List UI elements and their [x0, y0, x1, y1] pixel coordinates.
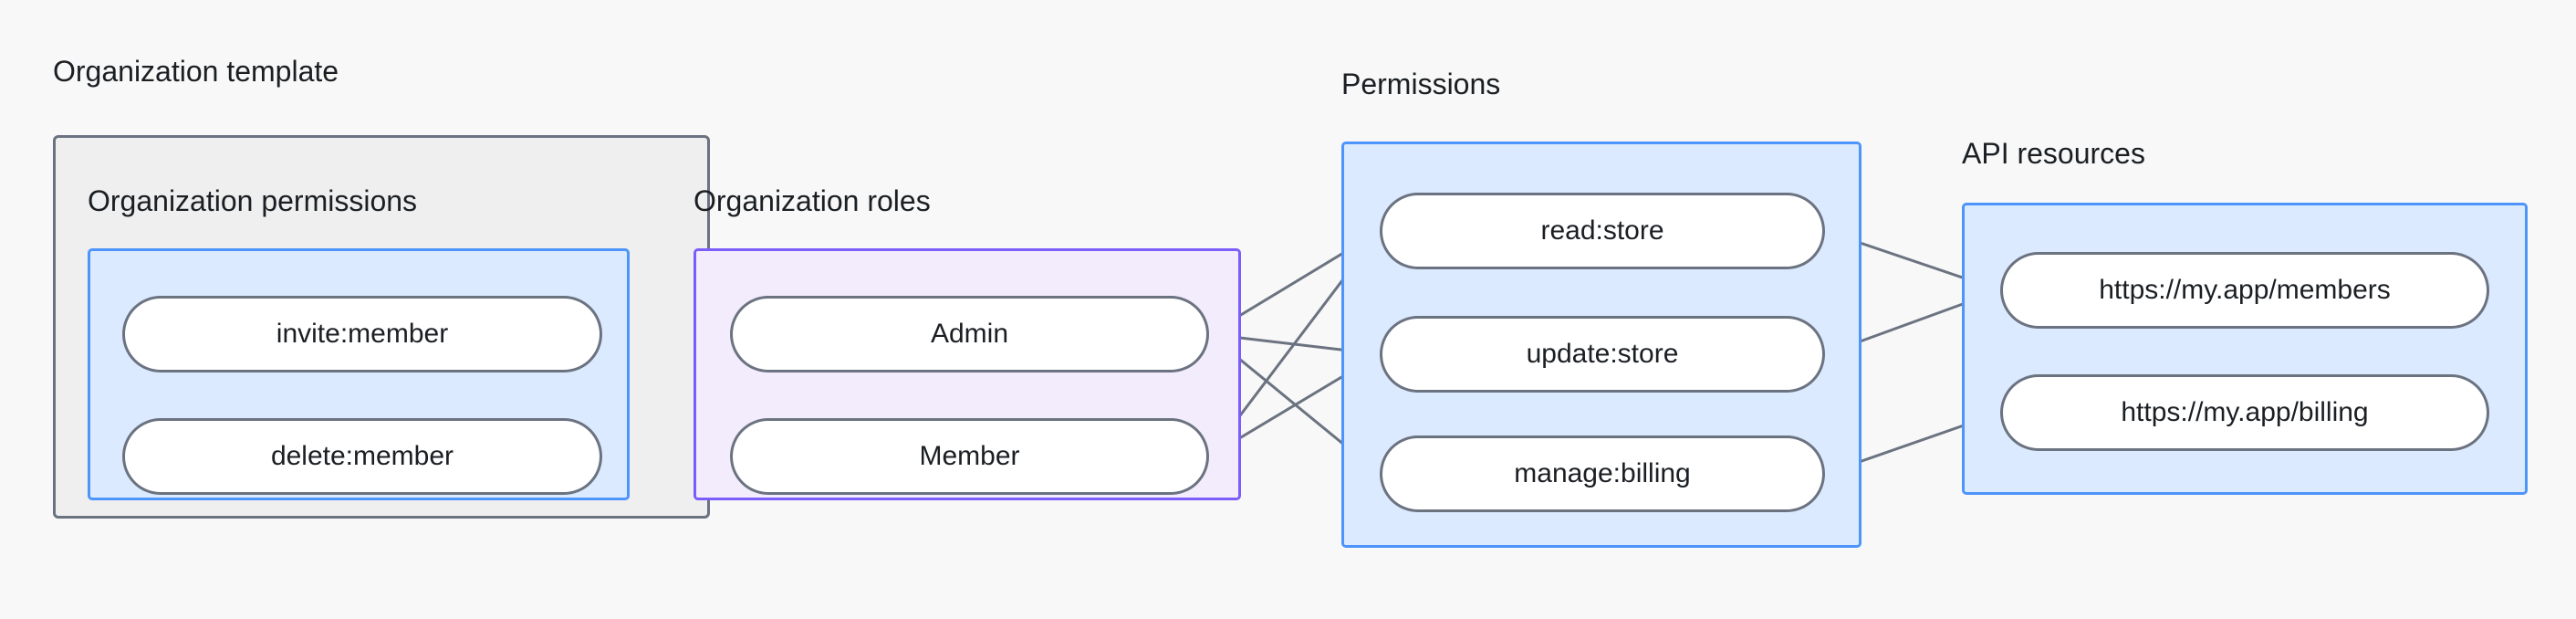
- node-members-url-label: https://my.app/members: [2099, 275, 2391, 305]
- node-read-store-label: read:store: [1540, 215, 1664, 246]
- node-billing-url[interactable]: https://my.app/billing: [2000, 374, 2489, 451]
- organization-permissions-label: Organization permissions: [88, 184, 418, 217]
- node-manage-billing[interactable]: manage:billing: [1380, 435, 1825, 512]
- node-update-store[interactable]: update:store: [1380, 316, 1825, 393]
- api-resources-container: [1962, 203, 2528, 495]
- node-admin-label: Admin: [930, 319, 1009, 349]
- node-delete-member[interactable]: delete:member: [122, 418, 602, 495]
- permissions-label: Permissions: [1341, 68, 1501, 100]
- api-resources-label: API resources: [1962, 137, 2145, 170]
- node-member-label: Member: [919, 441, 1020, 471]
- node-read-store[interactable]: read:store: [1380, 193, 1825, 269]
- node-invite-member-label: invite:member: [276, 319, 449, 349]
- node-admin[interactable]: Admin: [730, 296, 1209, 372]
- node-invite-member[interactable]: invite:member: [122, 296, 602, 372]
- node-delete-member-label: delete:member: [270, 441, 454, 471]
- node-manage-billing-label: manage:billing: [1514, 458, 1691, 488]
- organization-template-label: Organization template: [53, 55, 339, 88]
- node-member[interactable]: Member: [730, 418, 1209, 495]
- organization-roles-label: Organization roles: [694, 184, 931, 217]
- node-update-store-label: update:store: [1526, 339, 1679, 369]
- node-billing-url-label: https://my.app/billing: [2121, 397, 2369, 427]
- node-members-url[interactable]: https://my.app/members: [2000, 252, 2489, 329]
